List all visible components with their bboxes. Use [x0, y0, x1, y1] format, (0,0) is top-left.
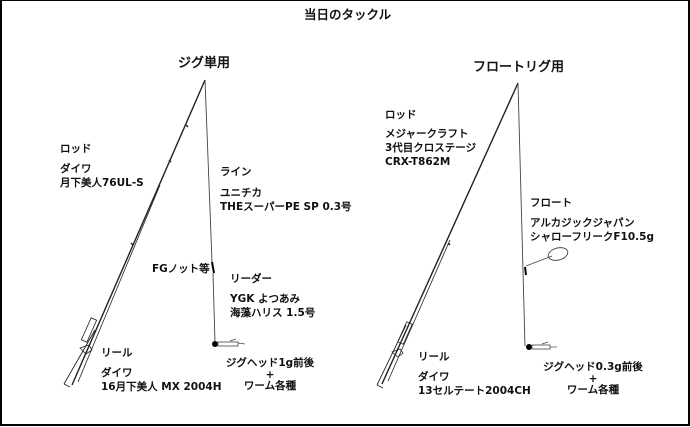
left-guide: [185, 124, 189, 128]
right-rod-model: CRX-T862M: [385, 156, 451, 168]
left-knot-label: FGノット等: [152, 263, 210, 275]
right-reel-icon: [391, 348, 404, 358]
right-rig-plus: +: [588, 373, 598, 385]
left-guide: [130, 242, 134, 246]
right-rod-maker: メジャークラフト: [385, 128, 469, 140]
left-rig-line2: ワーム各種: [243, 380, 297, 392]
right-rig-line2: ワーム各種: [566, 384, 620, 396]
right-reel-label: リール: [418, 351, 450, 363]
left-line: [204, 79, 216, 344]
right-worm: [531, 344, 551, 350]
right-swivel: [524, 266, 527, 276]
left-jighead-ball: [212, 341, 218, 347]
right-rod-butt: [376, 384, 384, 389]
left-rig-line1: ジグヘッド1g前後: [225, 357, 315, 369]
left-hook: [229, 338, 237, 342]
right-rod: [376, 82, 519, 389]
right-float-model: シャローフリークF10.5g: [530, 231, 654, 243]
left-rod: [63, 79, 206, 388]
right-reel-seat: [397, 321, 413, 345]
right-rod-blank-edge: [387, 239, 451, 382]
left-rod-grip: [63, 329, 96, 385]
left-rod-blank: [71, 79, 206, 386]
left-reel-seat: [80, 317, 98, 343]
left-reel-icon: [79, 344, 93, 355]
left-rig-plus: +: [265, 369, 275, 381]
left-jighead: [212, 338, 246, 347]
left-line-label: ライン: [220, 166, 252, 178]
left-leader-line: [212, 272, 216, 344]
left-leader-model: 海藻ハリス 1.5号: [230, 307, 316, 319]
left-reel-maker: ダイワ: [101, 367, 133, 379]
right-line: [517, 82, 569, 347]
left-rod-butt: [63, 383, 71, 388]
left-leader-label: リーダー: [230, 273, 272, 285]
left-knot: [211, 261, 215, 274]
right-float: [547, 247, 569, 261]
left-reel-label: リール: [101, 347, 133, 359]
right-rod-blank: [381, 82, 519, 385]
right-rig-line1: ジグヘッド0.3g前後: [543, 361, 643, 373]
left-rod-maker: ダイワ: [60, 163, 92, 175]
left-line-maker: ユニチカ: [220, 187, 262, 199]
right-float-leader: [525, 255, 553, 267]
left-leader-maker: YGK よつあみ: [230, 293, 301, 305]
left-heading: ジグ単用: [178, 56, 231, 71]
right-rod-label: ロッド: [385, 109, 417, 121]
left-reel-model: 16月下美人 MX 2004H: [101, 381, 222, 393]
right-reel-maker: ダイワ: [418, 371, 450, 383]
right-guide: [447, 242, 451, 246]
left-guide: [168, 159, 172, 163]
right-float-maker: アルカジックジャパン: [530, 217, 635, 229]
left-rod-model: 月下美人76UL-S: [60, 177, 144, 189]
right-heading: フロートリグ用: [473, 60, 565, 75]
right-float-label: フロート: [530, 197, 572, 209]
page-title: 当日のタックル: [304, 7, 392, 22]
right-hook: [541, 341, 549, 345]
right-jighead: [526, 341, 557, 350]
left-rod-label: ロッド: [60, 143, 92, 155]
left-worm: [217, 341, 239, 347]
right-main-line: [517, 82, 526, 347]
right-rod-series: 3代目クロステージ: [385, 142, 477, 154]
left-main-line: [204, 79, 213, 263]
left-worm-tail: [237, 342, 246, 345]
right-reel-model: 13セルテート2004CH: [418, 385, 531, 397]
right-jighead-ball: [526, 344, 532, 350]
left-line-model: THEスーパーPE SP 0.3号: [220, 201, 352, 213]
